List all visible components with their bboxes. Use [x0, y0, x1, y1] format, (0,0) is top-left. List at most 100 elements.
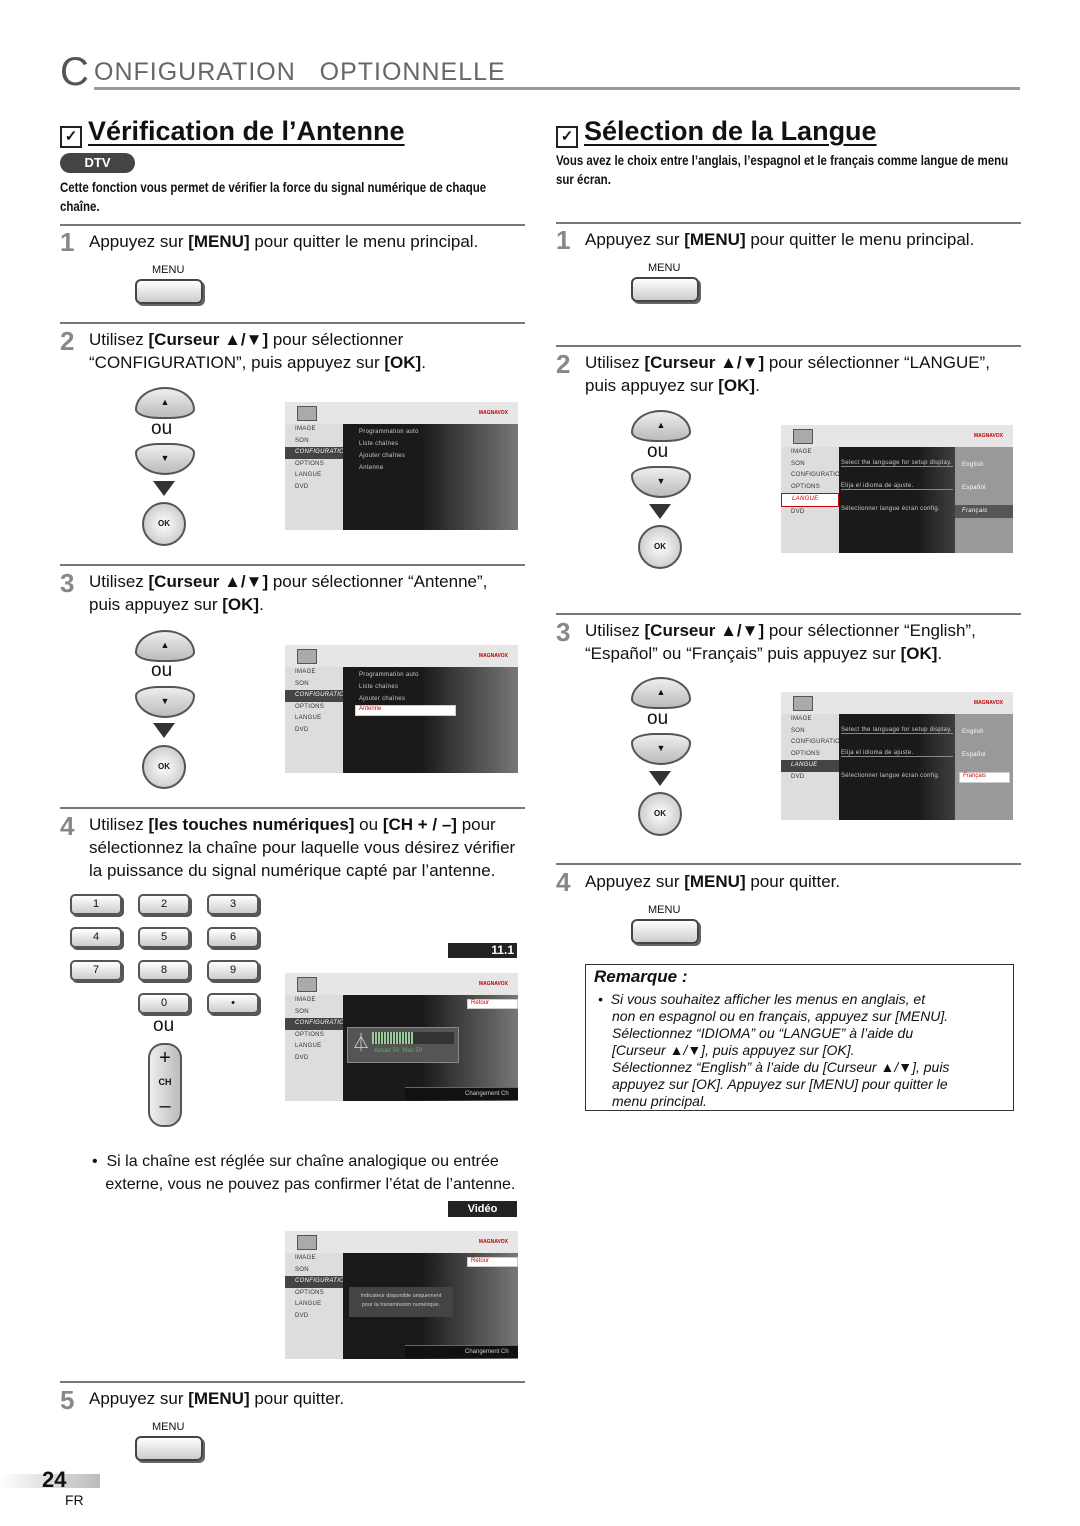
number-key-4[interactable]: 4	[70, 927, 122, 948]
signal-meter-fill	[372, 1032, 413, 1044]
right-intro: Vous avez le choix entre l’anglais, l’es…	[556, 152, 1009, 187]
menu-label: MENU	[648, 904, 681, 916]
tv-icon	[297, 1235, 317, 1250]
screen-menu-item-selected: Antenne	[355, 705, 456, 716]
language-option: Español	[962, 752, 986, 758]
brand-logo: MAGNAVOX	[478, 653, 508, 659]
language-code: FR	[65, 1492, 84, 1508]
number-key-8[interactable]: 8	[138, 960, 190, 981]
number-key-6[interactable]: 6	[207, 927, 259, 948]
menu-button[interactable]	[631, 919, 699, 944]
divider	[60, 322, 525, 324]
step-number: 3	[556, 617, 571, 647]
menu-button[interactable]	[631, 277, 699, 302]
language-prompt: Select the language for setup display.	[841, 460, 953, 467]
tv-icon	[793, 429, 813, 444]
screen-menu-item: Liste chaînes	[359, 441, 399, 447]
step-number: 3	[60, 568, 75, 598]
step-number: 4	[556, 867, 571, 897]
screen-menu-item: Antenne	[359, 465, 384, 471]
cursor-down-button[interactable]: ▼	[631, 466, 691, 498]
ou-label: ou	[151, 660, 173, 681]
cursor-up-button[interactable]: ▲	[135, 387, 195, 419]
step-text: Appuyez sur [MENU] pour quitter.	[89, 1389, 345, 1408]
change-channel-bar: Changement Ch	[405, 1087, 518, 1100]
language-options: English Español Français	[955, 714, 1013, 820]
screen-menu-item: Programmation auto	[359, 429, 419, 435]
cursor-up-button[interactable]: ▲	[631, 677, 691, 709]
page-number: 24	[42, 1467, 67, 1492]
ok-button[interactable]: OK	[142, 745, 186, 789]
checkbox-icon: ✓	[60, 126, 82, 148]
number-key-2[interactable]: 2	[138, 894, 190, 915]
number-key-7[interactable]: 7	[70, 960, 122, 981]
ou-label: ou	[647, 708, 669, 729]
divider	[60, 224, 525, 226]
language-prompt: Elija el idioma de ajuste.	[841, 750, 953, 757]
brand-logo: MAGNAVOX	[973, 700, 1003, 706]
ou-label: ou	[647, 441, 669, 462]
ok-button[interactable]: OK	[142, 502, 186, 546]
ok-button[interactable]: OK	[638, 792, 682, 836]
number-key-1[interactable]: 1	[70, 894, 122, 915]
cursor-up-button[interactable]: ▲	[135, 630, 195, 662]
divider	[556, 863, 1021, 865]
cursor-down-button[interactable]: ▼	[135, 443, 195, 475]
channel-up-icon[interactable]: +	[159, 1047, 171, 1069]
language-option: English	[962, 462, 984, 468]
language-prompt: Elija el idioma de ajuste.	[841, 483, 953, 490]
number-key-9[interactable]: 9	[207, 960, 259, 981]
number-key-5[interactable]: 5	[138, 927, 190, 948]
step-text: Utilisez [Curseur ▲/▼] pour sélectionner…	[89, 330, 426, 372]
step-text: Utilisez [Curseur ▲/▼] pour sélectionner…	[585, 353, 990, 395]
retour-button: Retour	[467, 999, 518, 1009]
screen-menu-item: Ajouter chaînes	[359, 453, 406, 459]
tv-icon	[297, 977, 317, 992]
signal-meter	[372, 1032, 454, 1044]
channel-rocker[interactable]: + CH –	[148, 1043, 182, 1127]
tv-icon	[297, 649, 317, 664]
tv-icon	[793, 696, 813, 711]
number-key-0[interactable]: 0	[138, 993, 190, 1014]
arrow-down-icon	[153, 481, 175, 496]
change-channel-bar: Changement Ch	[405, 1345, 518, 1358]
ou-label: ou	[151, 418, 173, 439]
menu-button[interactable]	[135, 1436, 203, 1461]
language-option-selected: Français	[955, 505, 1013, 518]
left-section-title: ✓Vérification de l’Antenne	[60, 118, 405, 148]
menu-button[interactable]	[135, 279, 203, 304]
header-rule	[94, 87, 1020, 90]
ok-button[interactable]: OK	[638, 525, 682, 569]
step-text: Utilisez [Curseur ▲/▼] pour sélectionner…	[89, 572, 488, 614]
video-badge: Vidéo	[448, 1201, 517, 1217]
cursor-up-button[interactable]: ▲	[631, 410, 691, 442]
language-option-selected: Français	[959, 772, 1010, 783]
language-prompt: Select the language for setup display.	[841, 727, 953, 734]
left-bullet-note: • Si la chaîne est réglée sur chaîne ana…	[92, 1153, 516, 1193]
remark-box: Remarque : • Si vous souhaitez afficher …	[585, 964, 1014, 1111]
number-key-3[interactable]: 3	[207, 894, 259, 915]
screen-menu-item: Liste chaînes	[359, 684, 399, 690]
cursor-down-button[interactable]: ▼	[631, 733, 691, 765]
cursor-down-button[interactable]: ▼	[135, 686, 195, 718]
signal-readout: Actuel 50 Max 50	[374, 1048, 423, 1054]
channel-label: CH	[158, 1077, 172, 1087]
channel-down-icon[interactable]: –	[159, 1095, 171, 1117]
antenna-icon: ⏃	[352, 1033, 370, 1053]
remark-text: • Si vous souhaitez afficher les menus e…	[598, 991, 950, 1109]
number-key-dot[interactable]: •	[207, 993, 259, 1014]
brand-logo: MAGNAVOX	[478, 981, 508, 987]
retour-button: Retour	[467, 1257, 518, 1267]
step-text: Utilisez [Curseur ▲/▼] pour sélectionner…	[585, 621, 976, 663]
